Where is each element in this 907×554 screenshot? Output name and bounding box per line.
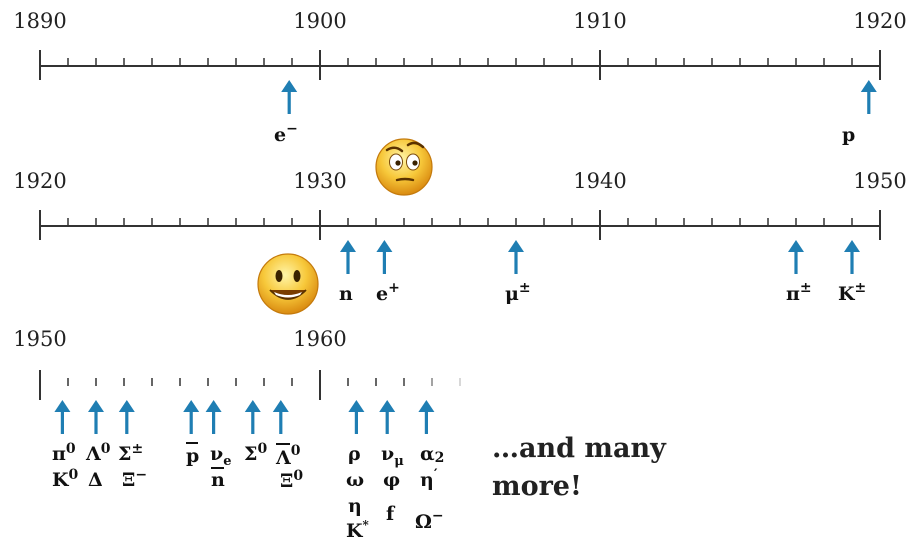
label-antiproton: p	[186, 445, 199, 467]
label-neutron: n	[339, 283, 353, 305]
label-antilambda-zero: Λ0	[275, 443, 301, 469]
discovery-arrow	[788, 240, 804, 274]
year-label: 1900	[293, 9, 346, 33]
label-delta: Δ	[88, 469, 103, 491]
discovery-arrow	[205, 400, 222, 434]
note-line-2: more!	[492, 471, 582, 502]
label-k-zero: K0	[52, 467, 79, 491]
discovery-arrow	[281, 80, 298, 114]
timeline-2-labels: n e+ μ± π± K±	[339, 280, 866, 305]
label-f: f	[386, 503, 396, 525]
label-electron: e−	[274, 121, 298, 146]
label-sigma-zero: Σ0	[244, 441, 267, 465]
label-pion: π±	[786, 280, 812, 305]
discovery-arrows	[54, 80, 877, 434]
discovery-arrow	[183, 400, 200, 434]
label-positron: e+	[376, 280, 400, 305]
discovery-arrow	[340, 240, 356, 274]
label-omega-minus: Ω−	[415, 508, 444, 533]
label-xi-zero: Ξ0	[280, 468, 303, 492]
label-k-star: K*	[346, 518, 370, 542]
discovery-arrow	[272, 400, 289, 434]
label-muon-neutrino: νμ	[381, 443, 404, 469]
discovery-arrow	[860, 80, 877, 114]
discovery-arrow	[118, 400, 135, 434]
note-line-1: …and many	[492, 433, 667, 464]
timeline-2-years: 1920 1930 1940 1950	[13, 169, 906, 193]
discovery-arrow	[244, 400, 261, 434]
timeline-3-years: 1950 1960	[13, 327, 346, 351]
year-label: 1930	[293, 169, 346, 193]
label-pi-zero: π0	[52, 441, 76, 465]
label-lambda-zero: Λ0	[85, 441, 111, 465]
timeline-2-axis	[39, 210, 881, 240]
label-eta: η	[348, 495, 362, 517]
year-label: 1910	[573, 9, 626, 33]
discovery-arrow	[376, 240, 393, 274]
discovery-arrow	[348, 400, 365, 434]
discovery-arrow	[88, 400, 104, 434]
year-label: 1920	[13, 169, 66, 193]
label-sigma-pm: Σ±	[118, 441, 143, 465]
label-alpha-two: α2	[420, 443, 444, 466]
year-label: 1890	[13, 9, 66, 33]
label-rho: ρ	[348, 443, 361, 465]
label-omega: ω	[346, 469, 364, 491]
year-label: 1920	[853, 9, 906, 33]
label-xi-minus: Ξ−	[122, 467, 147, 491]
year-label: 1960	[293, 327, 346, 351]
year-label: 1950	[853, 169, 906, 193]
timeline-3-axis	[39, 370, 475, 400]
year-label: 1940	[573, 169, 626, 193]
discovery-arrow	[54, 400, 71, 434]
smiley-face-icon	[257, 253, 319, 315]
label-electron-neutrino: νe	[210, 443, 231, 469]
label-phi: φ	[383, 469, 400, 491]
timeline-1-axis	[39, 50, 881, 80]
label-proton: p	[842, 124, 855, 146]
timeline-1-years: 1890 1900 1910 1920	[13, 9, 906, 33]
label-antineutron: n	[211, 469, 225, 491]
discovery-arrow	[508, 240, 524, 274]
label-eta-prime: η′	[420, 467, 438, 491]
label-kaon: K±	[838, 280, 866, 305]
discovery-arrow	[379, 400, 396, 434]
timeline-3-labels: π0 K0 Λ0 Δ Σ± Ξ− p νe n Σ0 Λ0 Ξ0 ρ ω η K…	[52, 441, 444, 542]
discovery-arrow	[418, 400, 435, 434]
discovery-arrow	[844, 240, 860, 274]
year-label: 1950	[13, 327, 66, 351]
confused-face-icon	[375, 138, 433, 196]
timeline-1-labels: e− p	[274, 121, 855, 146]
label-muon: μ±	[505, 280, 531, 305]
